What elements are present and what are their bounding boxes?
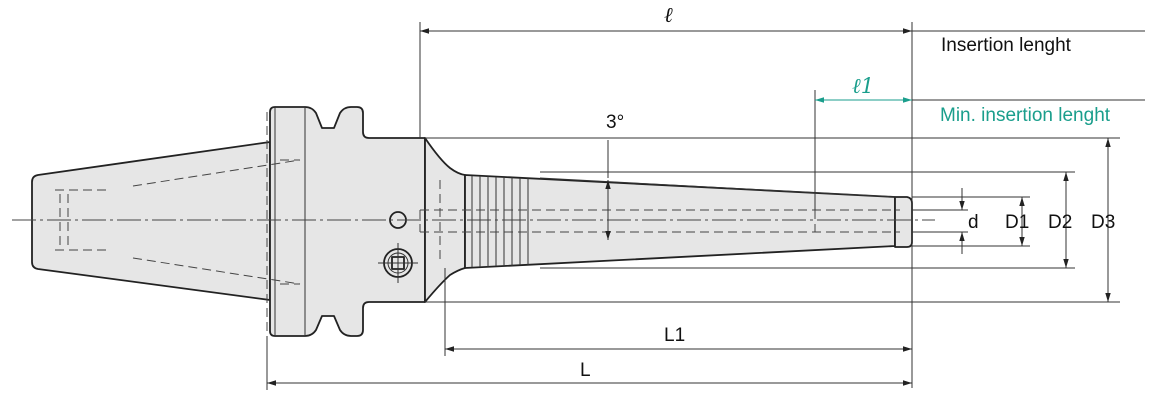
flange <box>269 106 426 337</box>
nose-tip <box>894 196 913 248</box>
label-insertion-length: Insertion lenght <box>941 35 1072 56</box>
label-D2: D2 <box>1048 212 1072 233</box>
set-screw-icon <box>378 243 418 283</box>
dimensions <box>267 28 1111 386</box>
holder-body <box>12 106 935 337</box>
tapered-extension <box>464 174 896 269</box>
label-taper-angle: 3° <box>606 112 624 133</box>
label-d: d <box>968 212 979 233</box>
label-l1: ℓ1 <box>852 74 874 98</box>
label-min-insertion-length: Min. insertion lenght <box>940 105 1111 126</box>
label-l: ℓ <box>664 3 673 27</box>
grip-rings <box>471 176 529 267</box>
labels: ℓ Insertion lenght ℓ1 Min. insertion len… <box>580 3 1115 381</box>
label-L1: L1 <box>664 325 685 346</box>
label-D3: D3 <box>1091 212 1115 233</box>
label-L: L <box>580 360 591 381</box>
label-D1: D1 <box>1005 212 1029 233</box>
taper-shank <box>31 141 271 301</box>
extension-lines <box>266 22 1145 390</box>
